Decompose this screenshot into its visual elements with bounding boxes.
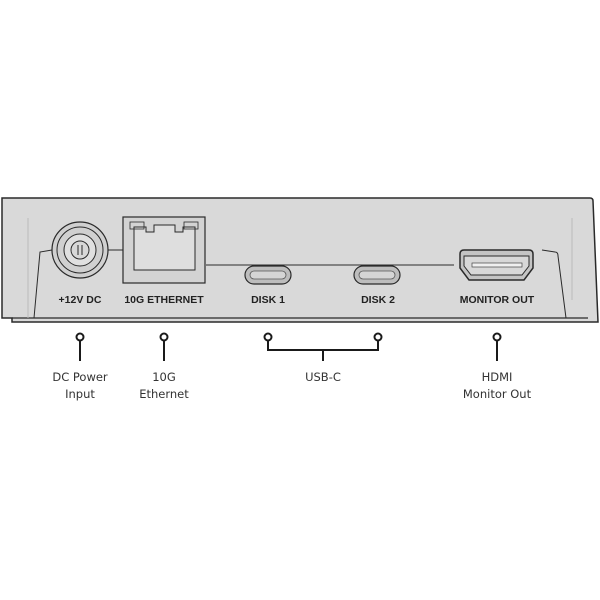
callout-dc-line2: Input (65, 387, 95, 401)
callout-ethernet-line1: 10G (152, 370, 176, 384)
callout-hdmi-line1: HDMI (482, 370, 513, 384)
callout-dc-line1: DC Power (52, 370, 108, 384)
dc-power-connector-icon (51, 221, 109, 279)
port-label-disk1: DISK 1 (251, 294, 285, 306)
port-label-dc: +12V DC (59, 294, 102, 306)
callout-usbc: USB-C (305, 370, 341, 384)
port-label-ethernet: 10G ETHERNET (124, 294, 204, 306)
callout-marker-dc (75, 332, 85, 342)
usb-c-port-disk1 (244, 265, 292, 285)
ethernet-port-icon (122, 216, 206, 284)
callout-marker-ethernet (159, 332, 169, 342)
port-label-monitor-out: MONITOR OUT (460, 294, 535, 306)
hdmi-port-icon (459, 249, 534, 281)
callout-ethernet-line2: Ethernet (139, 387, 189, 401)
callout-marker-disk2 (373, 332, 383, 342)
callout-marker-hdmi (492, 332, 502, 342)
callout-hdmi-line2: Monitor Out (463, 387, 532, 401)
port-label-disk2: DISK 2 (361, 294, 395, 306)
callout-lines (75, 332, 502, 361)
usb-c-port-disk2 (353, 265, 401, 285)
callout-marker-disk1 (263, 332, 273, 342)
